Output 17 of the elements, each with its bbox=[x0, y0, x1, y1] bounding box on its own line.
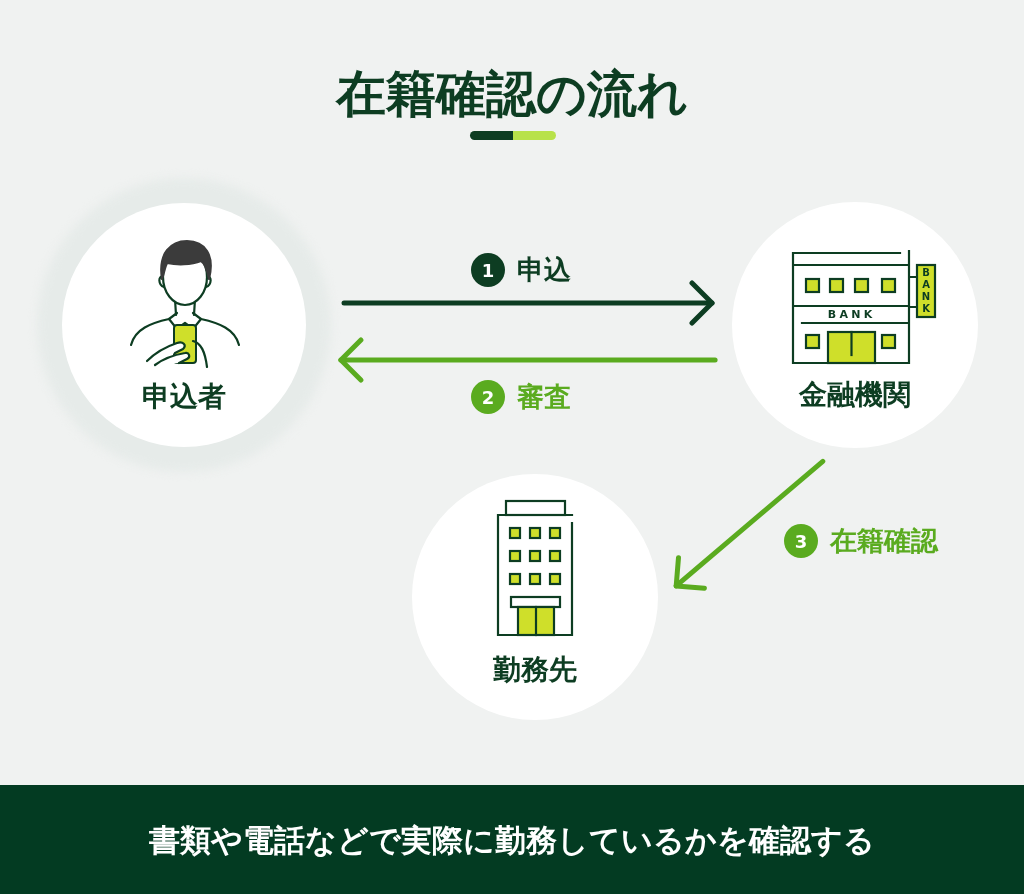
node-label: 金融機関 bbox=[798, 378, 912, 412]
sign-text: BANK bbox=[920, 267, 932, 315]
step-number-badge: 3 bbox=[784, 524, 818, 558]
edge-label: 在籍確認 bbox=[830, 524, 938, 558]
title: 在籍確認の流れ bbox=[334, 64, 689, 124]
edge-label: 申込 bbox=[517, 253, 571, 287]
footer-text: 書類や電話などで実際に勤務しているかを確認する bbox=[149, 820, 875, 860]
step-number-badge: 2 bbox=[471, 380, 505, 414]
edge-label: 審査 bbox=[517, 380, 571, 414]
node-label: 勤務先 bbox=[492, 653, 578, 687]
arrow bbox=[673, 458, 826, 591]
footer-band bbox=[0, 785, 1024, 894]
arrow bbox=[341, 280, 715, 326]
step-number-badge: 1 bbox=[471, 253, 505, 287]
arrow bbox=[338, 337, 718, 383]
node-label: 申込者 bbox=[141, 380, 227, 414]
sign-text: BANK bbox=[826, 307, 877, 323]
